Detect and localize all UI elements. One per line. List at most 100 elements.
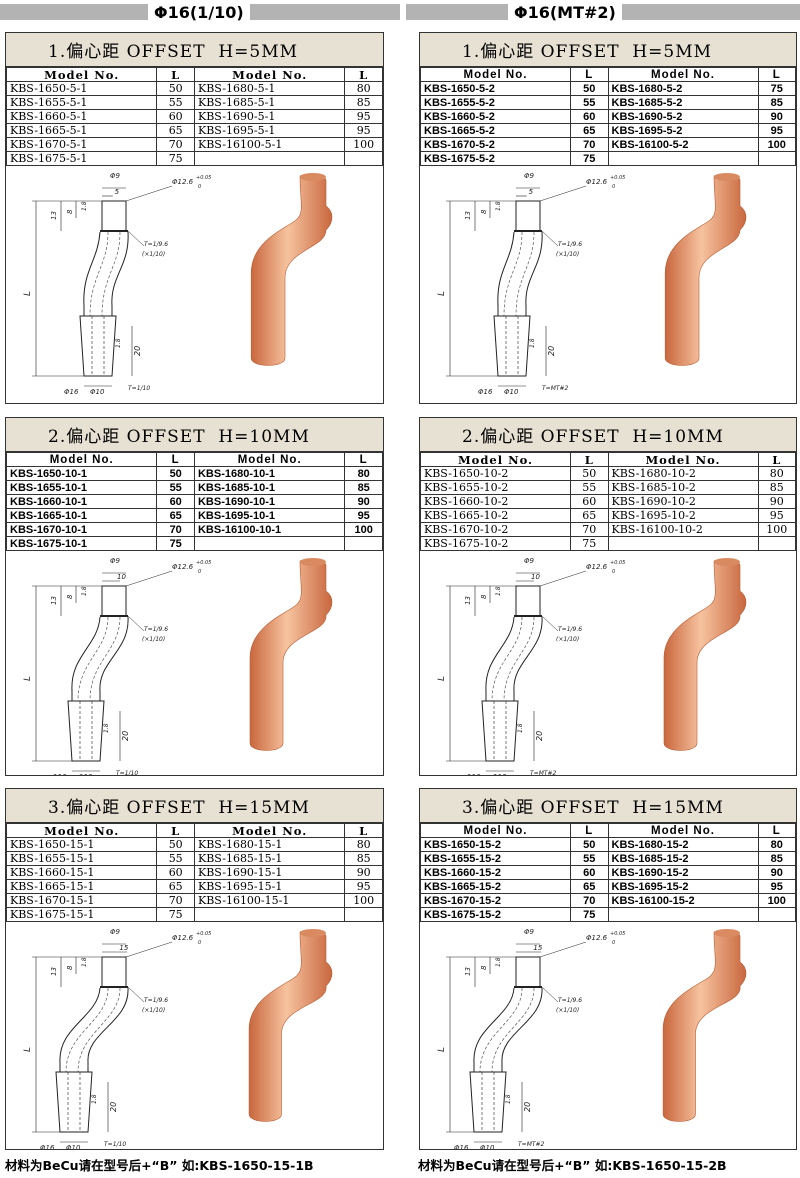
length-value: 95 [757,123,796,138]
length-value: 65 [570,508,609,523]
bore-diameter-label: Φ12.6 [172,934,194,942]
model-number: KBS-1685-10-2 [607,480,759,495]
length-value: 75 [570,536,609,551]
offset-dimension: 15 [533,944,542,952]
length-dimension: L [437,291,447,296]
shank-diameter-label: Φ16 [454,1144,469,1150]
body-right-edge [501,987,543,1072]
inner-diameter-label: Φ10 [66,1144,81,1150]
chamfer-label: 1.8 [81,957,88,967]
model-number: KBS-16100-15-2 [607,893,759,908]
offset-dimension: 5 [115,188,120,196]
length-value: 85 [757,95,796,110]
offset-dimension: 5 [529,188,534,196]
length-value: 55 [156,95,195,110]
length-value: 95 [344,109,383,124]
length-value: 85 [757,480,796,495]
model-number: KBS-1665-10-2 [420,508,571,523]
bore-line [65,987,109,1073]
length-value: 75 [156,151,195,166]
inner-diameter-label: Φ10 [90,388,105,396]
model-number: KBS-1650-15-2 [420,837,571,852]
model-number: KBS-1665-15-2 [420,879,571,894]
model-number: KBS-1660-15-1 [6,865,158,880]
model-number: KBS-1675-15-1 [6,907,158,922]
tolerance-upper: +0.05 [196,175,211,181]
shank-diameter-label: Φ16 [64,388,79,396]
bore-diameter-label: Φ12.6 [172,563,194,571]
model-number: KBS-1660-15-2 [420,865,571,880]
header-bar [0,4,148,20]
product-photo [663,558,747,751]
tip-outline [515,956,541,988]
product-photo [248,929,333,1122]
tip-diameter-label: Φ9 [110,172,121,180]
model-header: Model No. [420,823,571,838]
model-number [607,536,759,551]
model-number: KBS-1650-5-2 [420,81,571,96]
material-note-right: 材料为BeCu请在型号后+“B” 如:KBS-1650-15-2B [418,1158,727,1173]
product-photo [250,173,333,366]
length-value: 55 [156,480,195,495]
cap-top-face [300,558,326,566]
model-header: Model No. [193,452,346,467]
length-value: 85 [344,480,383,495]
shank-height-label: 20 [535,731,544,741]
panel-title: 3.偏心距 OFFSET H=15MM [420,789,796,823]
model-number: KBS-1685-10-1 [193,480,346,495]
length-value: 70 [156,137,195,152]
body-right-edge [99,616,129,701]
body-right-edge [111,231,129,316]
length-value [757,151,796,166]
height-label: 8 [480,594,488,599]
model-number: KBS-1660-10-2 [420,494,571,509]
bore-diameter-label: Φ12.6 [586,934,608,942]
model-number: KBS-1685-15-2 [607,851,759,866]
length-header: L [156,823,195,838]
model-number: KBS-16100-15-1 [193,893,346,908]
length-dimension: L [23,676,33,681]
model-header: Model No. [193,67,346,82]
length-value [757,907,796,922]
model-number: KBS-1695-5-1 [193,123,346,138]
model-header: Model No. [193,823,346,838]
length-value: 100 [344,522,383,537]
model-header: Model No. [6,823,158,838]
model-number: KBS-1695-10-1 [193,508,346,523]
tip-diameter-label: Φ9 [110,557,121,565]
bore-diameter-label: Φ12.6 [586,178,608,186]
length-value: 95 [344,123,383,138]
length-value: 80 [757,837,796,852]
model-header: Model No. [607,67,759,82]
model-number: KBS-1665-5-2 [420,123,571,138]
chamfer-label: 1.8 [529,338,536,348]
model-number: KBS-1670-5-1 [6,137,158,152]
model-number: KBS-1655-5-1 [6,95,158,110]
body-left-edge [71,616,101,701]
model-number: KBS-1685-15-1 [193,851,346,866]
column-header-right: Φ16(MT#2) [406,0,800,24]
taper-ratio-label: (×1/10) [556,1007,579,1014]
